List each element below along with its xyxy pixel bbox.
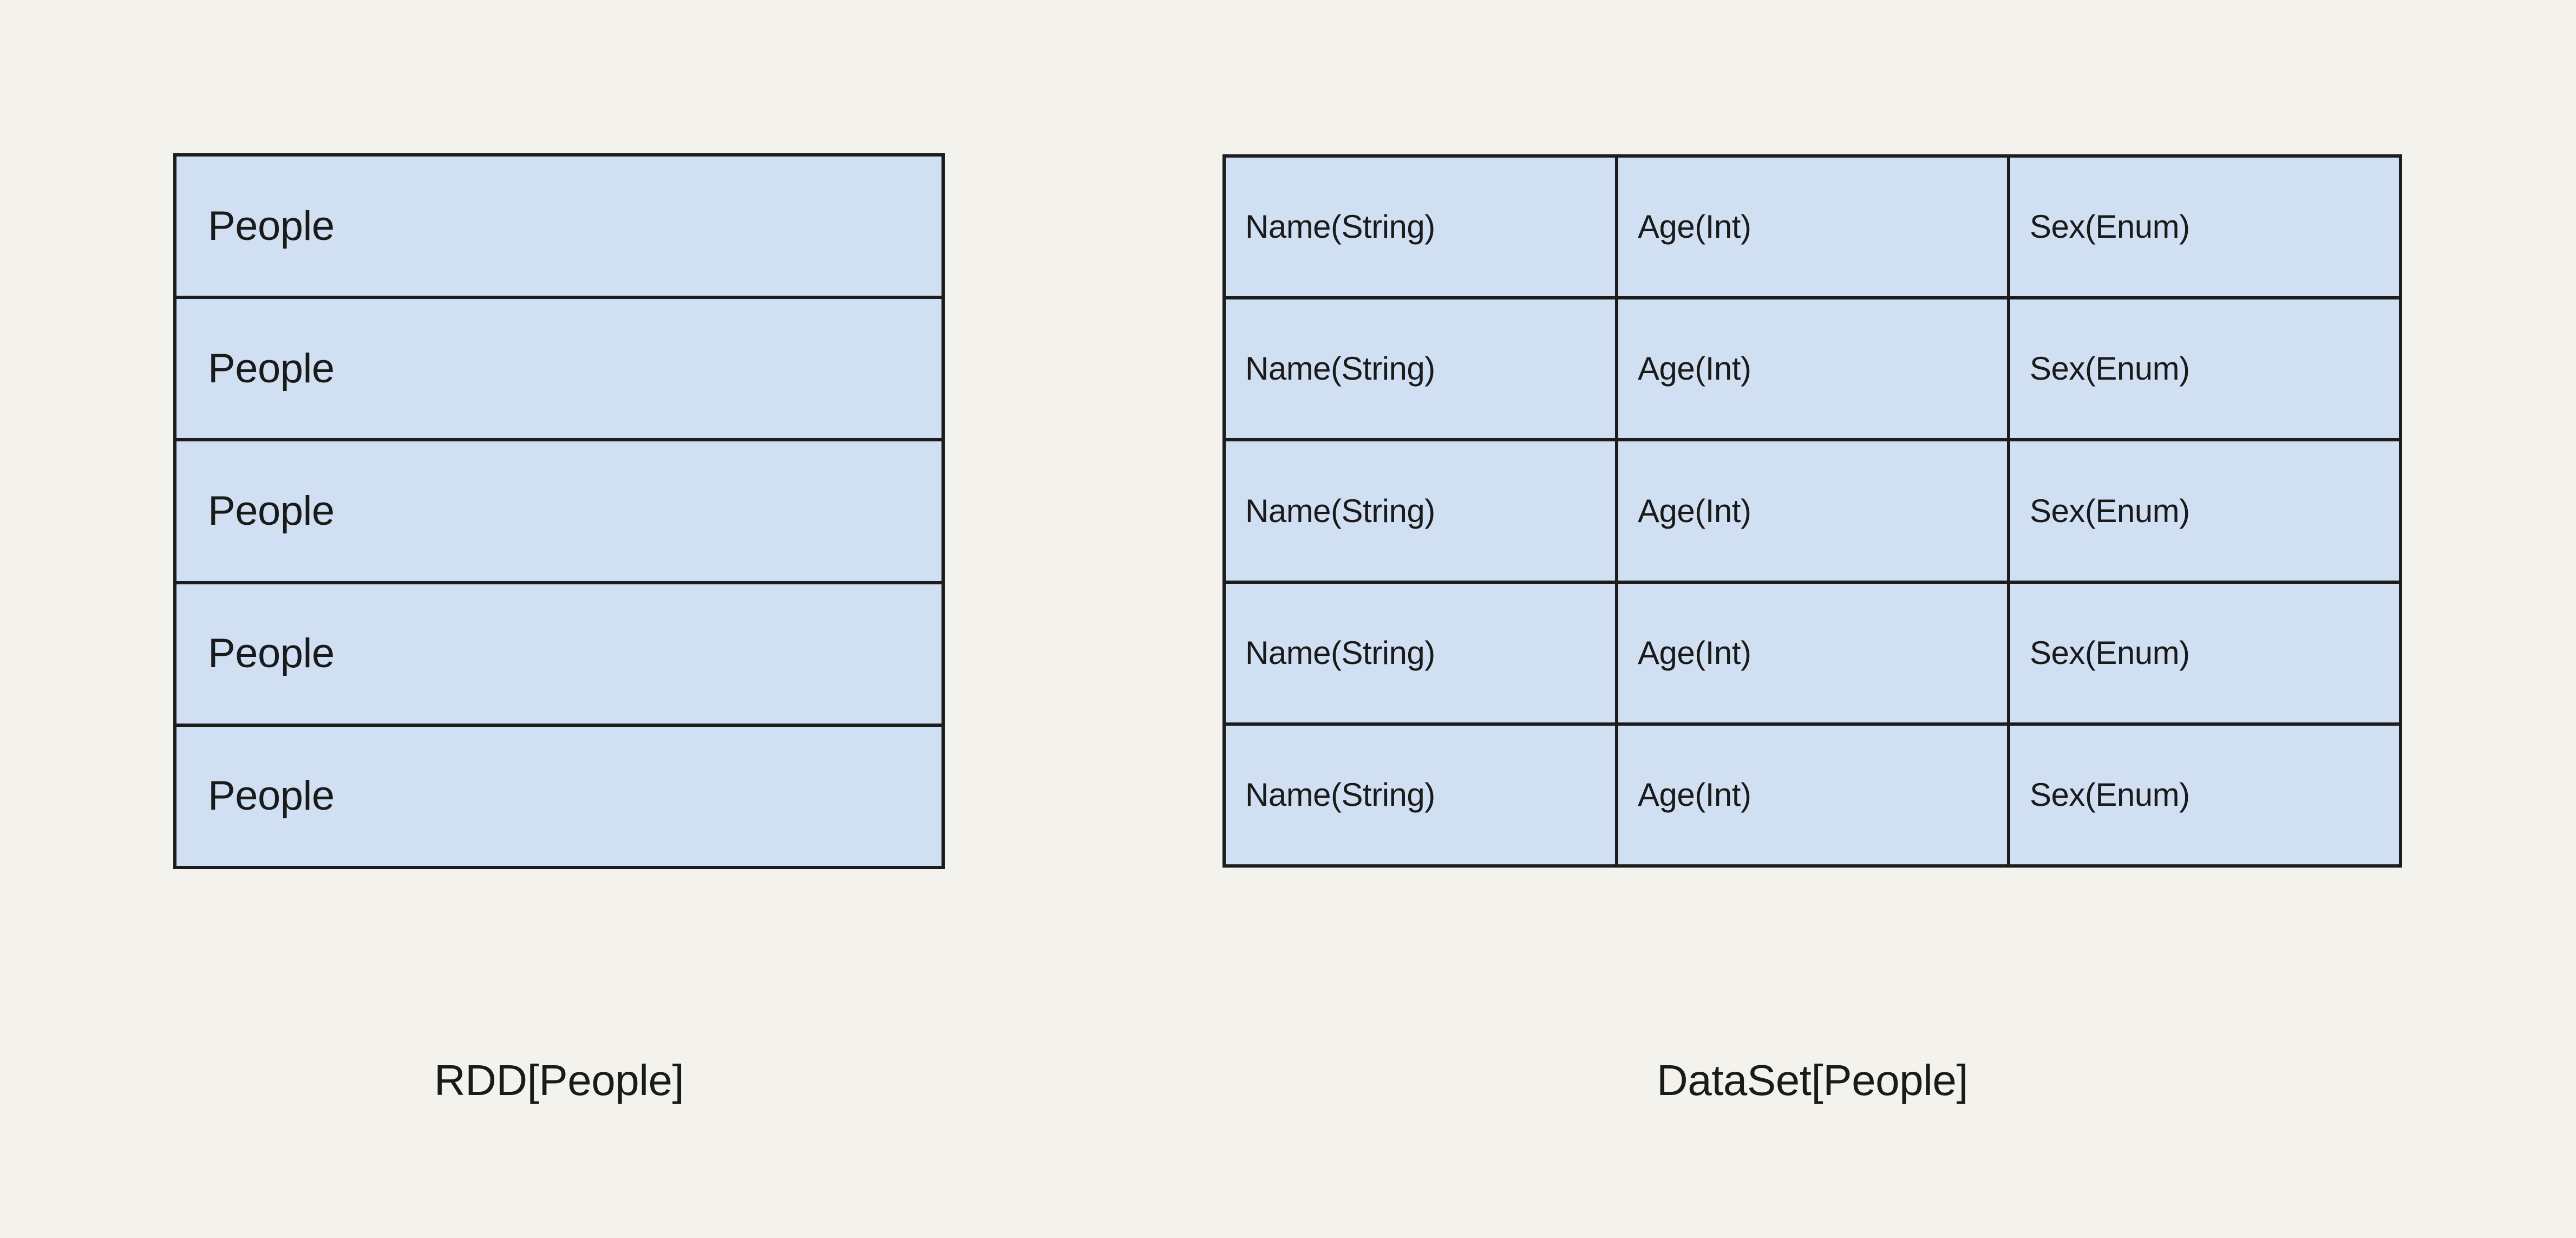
- rdd-record-row: People: [176, 441, 942, 584]
- rdd-record-stack: People People People People People: [173, 153, 945, 869]
- dataset-cell-name: Name(String): [1226, 583, 1618, 722]
- dataset-cell-label: Name(String): [1245, 350, 1435, 387]
- dataset-table-row: Name(String) Age(Int) Sex(Enum): [1226, 158, 2399, 300]
- dataset-table-row: Name(String) Age(Int) Sex(Enum): [1226, 583, 2399, 726]
- dataset-table-row: Name(String) Age(Int) Sex(Enum): [1226, 725, 2399, 865]
- dataset-schema-table: Name(String) Age(Int) Sex(Enum) Name(Str…: [1222, 154, 2402, 868]
- dataset-cell-label: Sex(Enum): [2030, 208, 2190, 245]
- dataset-cell-label: Name(String): [1245, 634, 1435, 671]
- dataset-cell-sex: Sex(Enum): [2010, 583, 2399, 722]
- dataset-cell-age: Age(Int): [1618, 583, 2010, 722]
- dataset-cell-label: Age(Int): [1638, 350, 1751, 387]
- dataset-cell-label: Name(String): [1245, 492, 1435, 529]
- dataset-table-row: Name(String) Age(Int) Sex(Enum): [1226, 299, 2399, 442]
- dataset-cell-sex: Sex(Enum): [2010, 725, 2399, 865]
- rdd-caption: RDD[People]: [434, 1056, 684, 1104]
- dataset-cell-name: Name(String): [1226, 158, 1618, 297]
- dataset-cell-label: Name(String): [1245, 208, 1435, 245]
- dataset-cell-sex: Sex(Enum): [2010, 299, 2399, 439]
- rdd-record-row: People: [176, 299, 942, 442]
- dataset-cell-label: Sex(Enum): [2030, 350, 2190, 387]
- rdd-record-label: People: [208, 488, 335, 534]
- rdd-record-label: People: [208, 773, 335, 819]
- dataset-cell-label: Age(Int): [1638, 776, 1751, 813]
- rdd-record-label: People: [208, 345, 335, 392]
- dataset-cell-label: Sex(Enum): [2030, 492, 2190, 529]
- dataset-cell-age: Age(Int): [1618, 725, 2010, 865]
- dataset-cell-age: Age(Int): [1618, 158, 2010, 297]
- dataset-table-row: Name(String) Age(Int) Sex(Enum): [1226, 441, 2399, 584]
- rdd-record-row: People: [176, 157, 942, 299]
- dataset-caption: DataSet[People]: [1656, 1056, 1969, 1104]
- rdd-record-label: People: [208, 630, 335, 677]
- rdd-record-row: People: [176, 584, 942, 727]
- dataset-cell-sex: Sex(Enum): [2010, 441, 2399, 581]
- dataset-cell-label: Sex(Enum): [2030, 776, 2190, 813]
- dataset-cell-name: Name(String): [1226, 299, 1618, 439]
- dataset-cell-age: Age(Int): [1618, 299, 2010, 439]
- rdd-record-label: People: [208, 203, 335, 249]
- dataset-cell-label: Name(String): [1245, 776, 1435, 813]
- dataset-cell-label: Age(Int): [1638, 208, 1751, 245]
- dataset-cell-sex: Sex(Enum): [2010, 158, 2399, 297]
- dataset-cell-name: Name(String): [1226, 725, 1618, 865]
- dataset-cell-label: Age(Int): [1638, 492, 1751, 529]
- rdd-record-row: People: [176, 726, 942, 866]
- dataset-cell-age: Age(Int): [1618, 441, 2010, 581]
- dataset-cell-label: Sex(Enum): [2030, 634, 2190, 671]
- dataset-cell-label: Age(Int): [1638, 634, 1751, 671]
- dataset-cell-name: Name(String): [1226, 441, 1618, 581]
